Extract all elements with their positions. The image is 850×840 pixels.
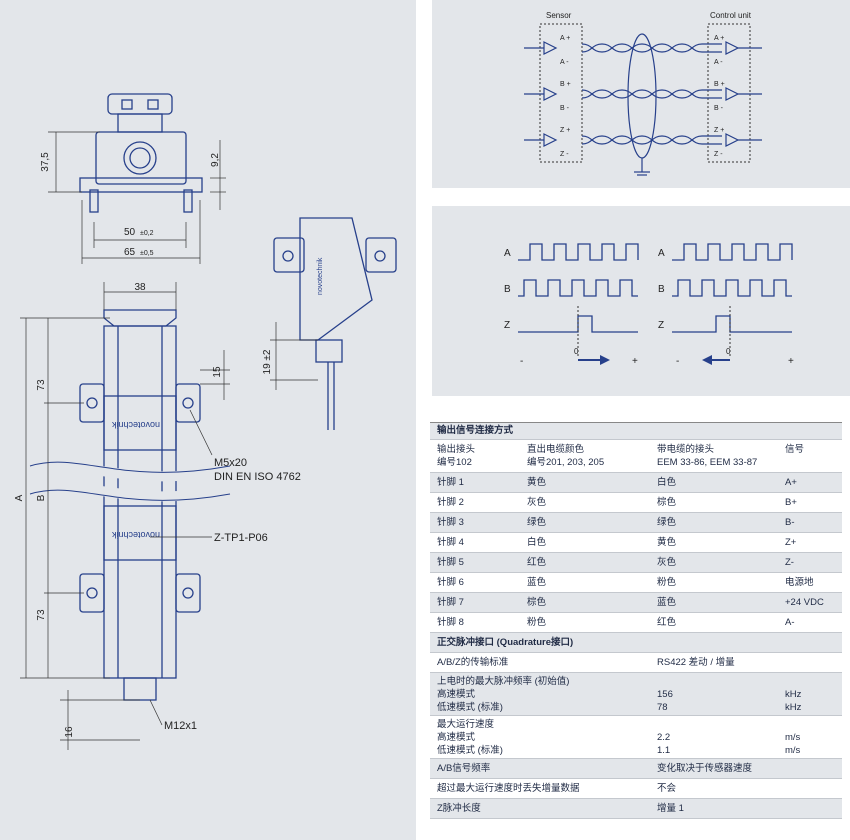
header-connector: 输出接头编号102 bbox=[437, 444, 476, 468]
header-signal: 信号 bbox=[785, 444, 805, 455]
timing-label-b-1: B bbox=[504, 284, 511, 295]
table-row: Z脉冲长度增量 1 bbox=[430, 799, 842, 819]
dim-15: 15 bbox=[212, 366, 223, 378]
timing-minus-2: - bbox=[676, 356, 679, 367]
control-a-plus: A + bbox=[714, 35, 724, 42]
dim-16: 16 bbox=[64, 726, 75, 738]
callout-part: Z-TP1-P06 bbox=[214, 532, 268, 544]
table-title: 输出信号连接方式 bbox=[437, 425, 514, 436]
top-view bbox=[79, 93, 203, 213]
callout-screw: M5x20 bbox=[214, 457, 247, 469]
table-row: 超过最大运行速度时丢失增量数据不会 bbox=[430, 779, 842, 799]
timing-plus-2: + bbox=[788, 356, 794, 367]
signal-connection-table: 输出信号连接方式 输出接头编号102 直出电缆颜色编号201, 203, 205… bbox=[430, 422, 842, 819]
dimension-drawing-panel: 37,5 9,2 50 ±0,2 65 ±0,5 novotechnik 19 … bbox=[0, 0, 416, 840]
dim-50-tol: ±0,2 bbox=[140, 230, 154, 237]
timing-plus-1: + bbox=[632, 356, 638, 367]
dimension-drawing: 37,5 9,2 50 ±0,2 65 ±0,5 novotechnik 19 … bbox=[14, 93, 397, 750]
dim-38: 38 bbox=[134, 282, 146, 293]
timing-label-a-2: A bbox=[658, 248, 665, 259]
sensor-z-plus: Z + bbox=[560, 127, 570, 134]
table-title-row: 输出信号连接方式 bbox=[430, 422, 842, 440]
dim-B: B bbox=[36, 494, 47, 501]
dim-19: 19 ±2 bbox=[262, 349, 273, 374]
table-row: A/B信号频率变化取决于传感器速度 bbox=[430, 759, 842, 779]
dim-50: 50 bbox=[124, 227, 136, 238]
side-brand: novotechnik bbox=[317, 257, 324, 295]
dim-73-bottom: 73 bbox=[36, 609, 47, 621]
callout-connector: M12x1 bbox=[164, 720, 197, 732]
timing-label-a-1: A bbox=[504, 248, 511, 259]
dim-step: 9,2 bbox=[210, 153, 221, 167]
side-view bbox=[273, 217, 397, 430]
control-unit-label: Control unit bbox=[710, 11, 752, 20]
timing-diagram: A B Z A B Z - + - + 0 0 bbox=[504, 243, 794, 367]
timing-diagram-panel: A B Z A B Z - + - + 0 0 bbox=[432, 206, 850, 396]
timing-zero-1: 0 bbox=[574, 347, 579, 356]
quad-title-row: 正交脉冲接口 (Quadrature接口) bbox=[430, 633, 842, 653]
sensor-a-plus: A + bbox=[560, 35, 570, 42]
timing-label-z-1: Z bbox=[504, 320, 510, 331]
wiring-schematic: Sensor Control unit A + bbox=[524, 11, 762, 176]
sensor-a-minus: A - bbox=[560, 59, 569, 66]
dim-65-tol: ±0,5 bbox=[140, 250, 154, 257]
sensor-b-plus: B + bbox=[560, 81, 571, 88]
callout-screw-standard: DIN EN ISO 4762 bbox=[214, 471, 301, 483]
header-cable-color: 直出电缆颜色编号201, 203, 205 bbox=[527, 444, 605, 468]
quad-title: 正交脉冲接口 (Quadrature接口) bbox=[437, 637, 574, 648]
sensor-b-minus: B - bbox=[560, 105, 570, 112]
front-view bbox=[79, 309, 201, 701]
sensor-z-minus: Z - bbox=[560, 151, 569, 158]
front-brand-1: novotechnik bbox=[111, 420, 160, 430]
timing-zero-2: 0 bbox=[726, 347, 731, 356]
wiring-schematic-panel: Sensor Control unit A + bbox=[432, 0, 850, 188]
control-z-plus: Z + bbox=[714, 127, 724, 134]
dim-73-top: 73 bbox=[36, 379, 47, 391]
control-b-minus: B - bbox=[714, 105, 724, 112]
control-a-minus: A - bbox=[714, 59, 723, 66]
timing-minus-1: - bbox=[520, 356, 523, 367]
dim-height: 37,5 bbox=[40, 152, 51, 172]
sensor-label: Sensor bbox=[546, 11, 572, 20]
dim-65: 65 bbox=[124, 247, 136, 258]
timing-label-z-2: Z bbox=[658, 320, 664, 331]
control-z-minus: Z - bbox=[714, 151, 723, 158]
timing-label-b-2: B bbox=[658, 284, 665, 295]
control-b-plus: B + bbox=[714, 81, 725, 88]
front-brand-2: novotechnik bbox=[111, 530, 160, 540]
dim-A: A bbox=[14, 494, 25, 501]
